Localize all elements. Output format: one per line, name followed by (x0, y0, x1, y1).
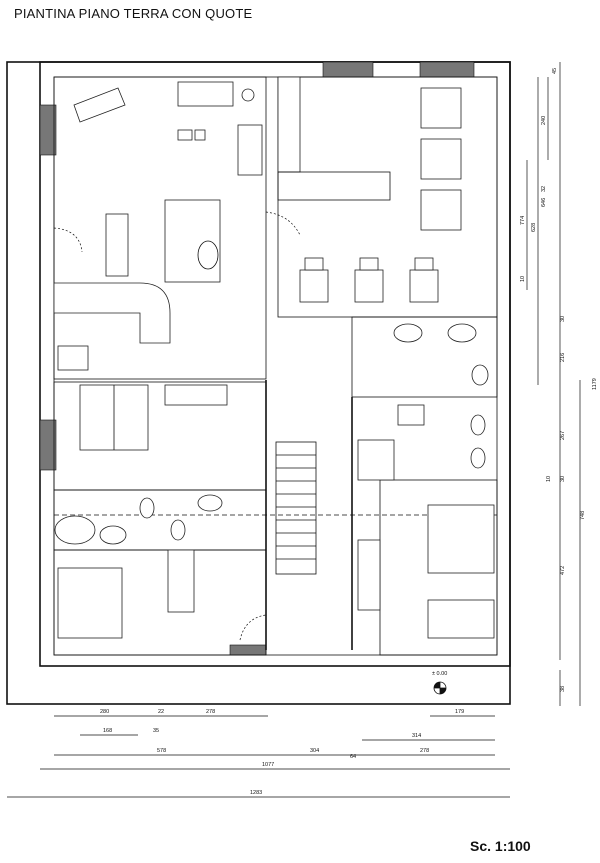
dim-h-5: 35 (153, 728, 159, 734)
dim-h-2: 278 (206, 709, 215, 715)
dim-h-3: 179 (455, 709, 464, 715)
dimension-lines-vertical (526, 62, 581, 706)
staircase (275, 441, 317, 575)
toilet-2 (139, 497, 155, 519)
bed-2 (57, 567, 123, 639)
side-table (57, 345, 89, 371)
lamp (241, 88, 255, 102)
dimension-lines-horizontal (7, 715, 510, 798)
sink-2 (447, 323, 477, 343)
window-left-2 (39, 419, 57, 471)
dim-v-9: 267 (560, 431, 566, 440)
dim-v-2: 32 (541, 186, 547, 192)
dim-v-1: 240 (541, 116, 547, 125)
dim-v-10: 10 (546, 476, 552, 482)
rug-pattern (197, 240, 219, 270)
sofa-top (177, 81, 234, 107)
dim-v-7: 30 (560, 316, 566, 322)
dim-v-15: 38 (560, 686, 566, 692)
dim-v-5: 628 (531, 223, 537, 232)
dim-v-0: 45 (552, 68, 558, 74)
dim-v-6: 10 (520, 276, 526, 282)
desk-2 (167, 549, 195, 613)
entry-door-arc (53, 227, 83, 253)
shower-right (357, 439, 395, 481)
dim-h-10: 278 (420, 748, 429, 754)
dim-v-11: 30 (560, 476, 566, 482)
dim-h-1: 22 (158, 709, 164, 715)
level-label: ± 0.00 (432, 671, 447, 677)
room-bath-top (351, 316, 498, 398)
dim-h-4: 168 (103, 728, 112, 734)
dim-v-12: 472 (560, 566, 566, 575)
stool-2 (194, 129, 206, 141)
corner-sofa (53, 282, 171, 344)
room-bedroom-2 (53, 549, 267, 656)
bed-4 (427, 599, 495, 639)
toilet-4 (470, 414, 486, 436)
stool-1 (177, 129, 193, 141)
bottom-door-arc (239, 614, 267, 641)
shower-tray (54, 515, 96, 545)
plan-title: PIANTINA PIANO TERRA CON QUOTE (14, 6, 253, 21)
kitchen-door-arc (265, 211, 301, 236)
window-left-1 (39, 104, 57, 156)
piano (73, 87, 126, 123)
dim-v-14: 1179 (592, 378, 598, 390)
window-bottom (229, 644, 267, 656)
dim-v-4: 774 (520, 216, 526, 225)
desk-3 (357, 539, 381, 611)
dim-h-11: 1077 (262, 762, 274, 768)
kitchen-counter (277, 76, 301, 173)
rug (164, 199, 221, 283)
dim-h-12: 1283 (250, 790, 262, 796)
dim-h-9: 64 (350, 754, 356, 760)
sink-3 (99, 525, 127, 545)
sink-4 (197, 494, 223, 512)
dim-v-3: 646 (541, 198, 547, 207)
window-top-left (322, 61, 374, 78)
dim-h-6: 314 (412, 733, 421, 739)
kitchen-island (277, 171, 391, 201)
toilet-5 (470, 447, 486, 469)
building-envelope (39, 61, 511, 667)
entry-cabinet (105, 213, 129, 277)
sink-5 (397, 404, 425, 426)
desk-1 (164, 384, 228, 406)
dim-v-13: 748 (580, 511, 586, 520)
dim-h-7: 578 (157, 748, 166, 754)
bed-3 (427, 504, 495, 574)
dining-table-1 (420, 87, 462, 231)
scale-label: Sc. 1:100 (470, 838, 531, 854)
dim-h-0: 280 (100, 709, 109, 715)
toilet-3 (170, 519, 186, 541)
armchair-right (237, 124, 263, 176)
window-top-right (419, 61, 475, 78)
dining-table-2 (299, 257, 439, 303)
dim-v-8: 216 (560, 353, 566, 362)
dim-h-8: 304 (310, 748, 319, 754)
level-marker (433, 681, 447, 695)
toilet-top (471, 364, 489, 386)
sink-1 (393, 323, 423, 343)
